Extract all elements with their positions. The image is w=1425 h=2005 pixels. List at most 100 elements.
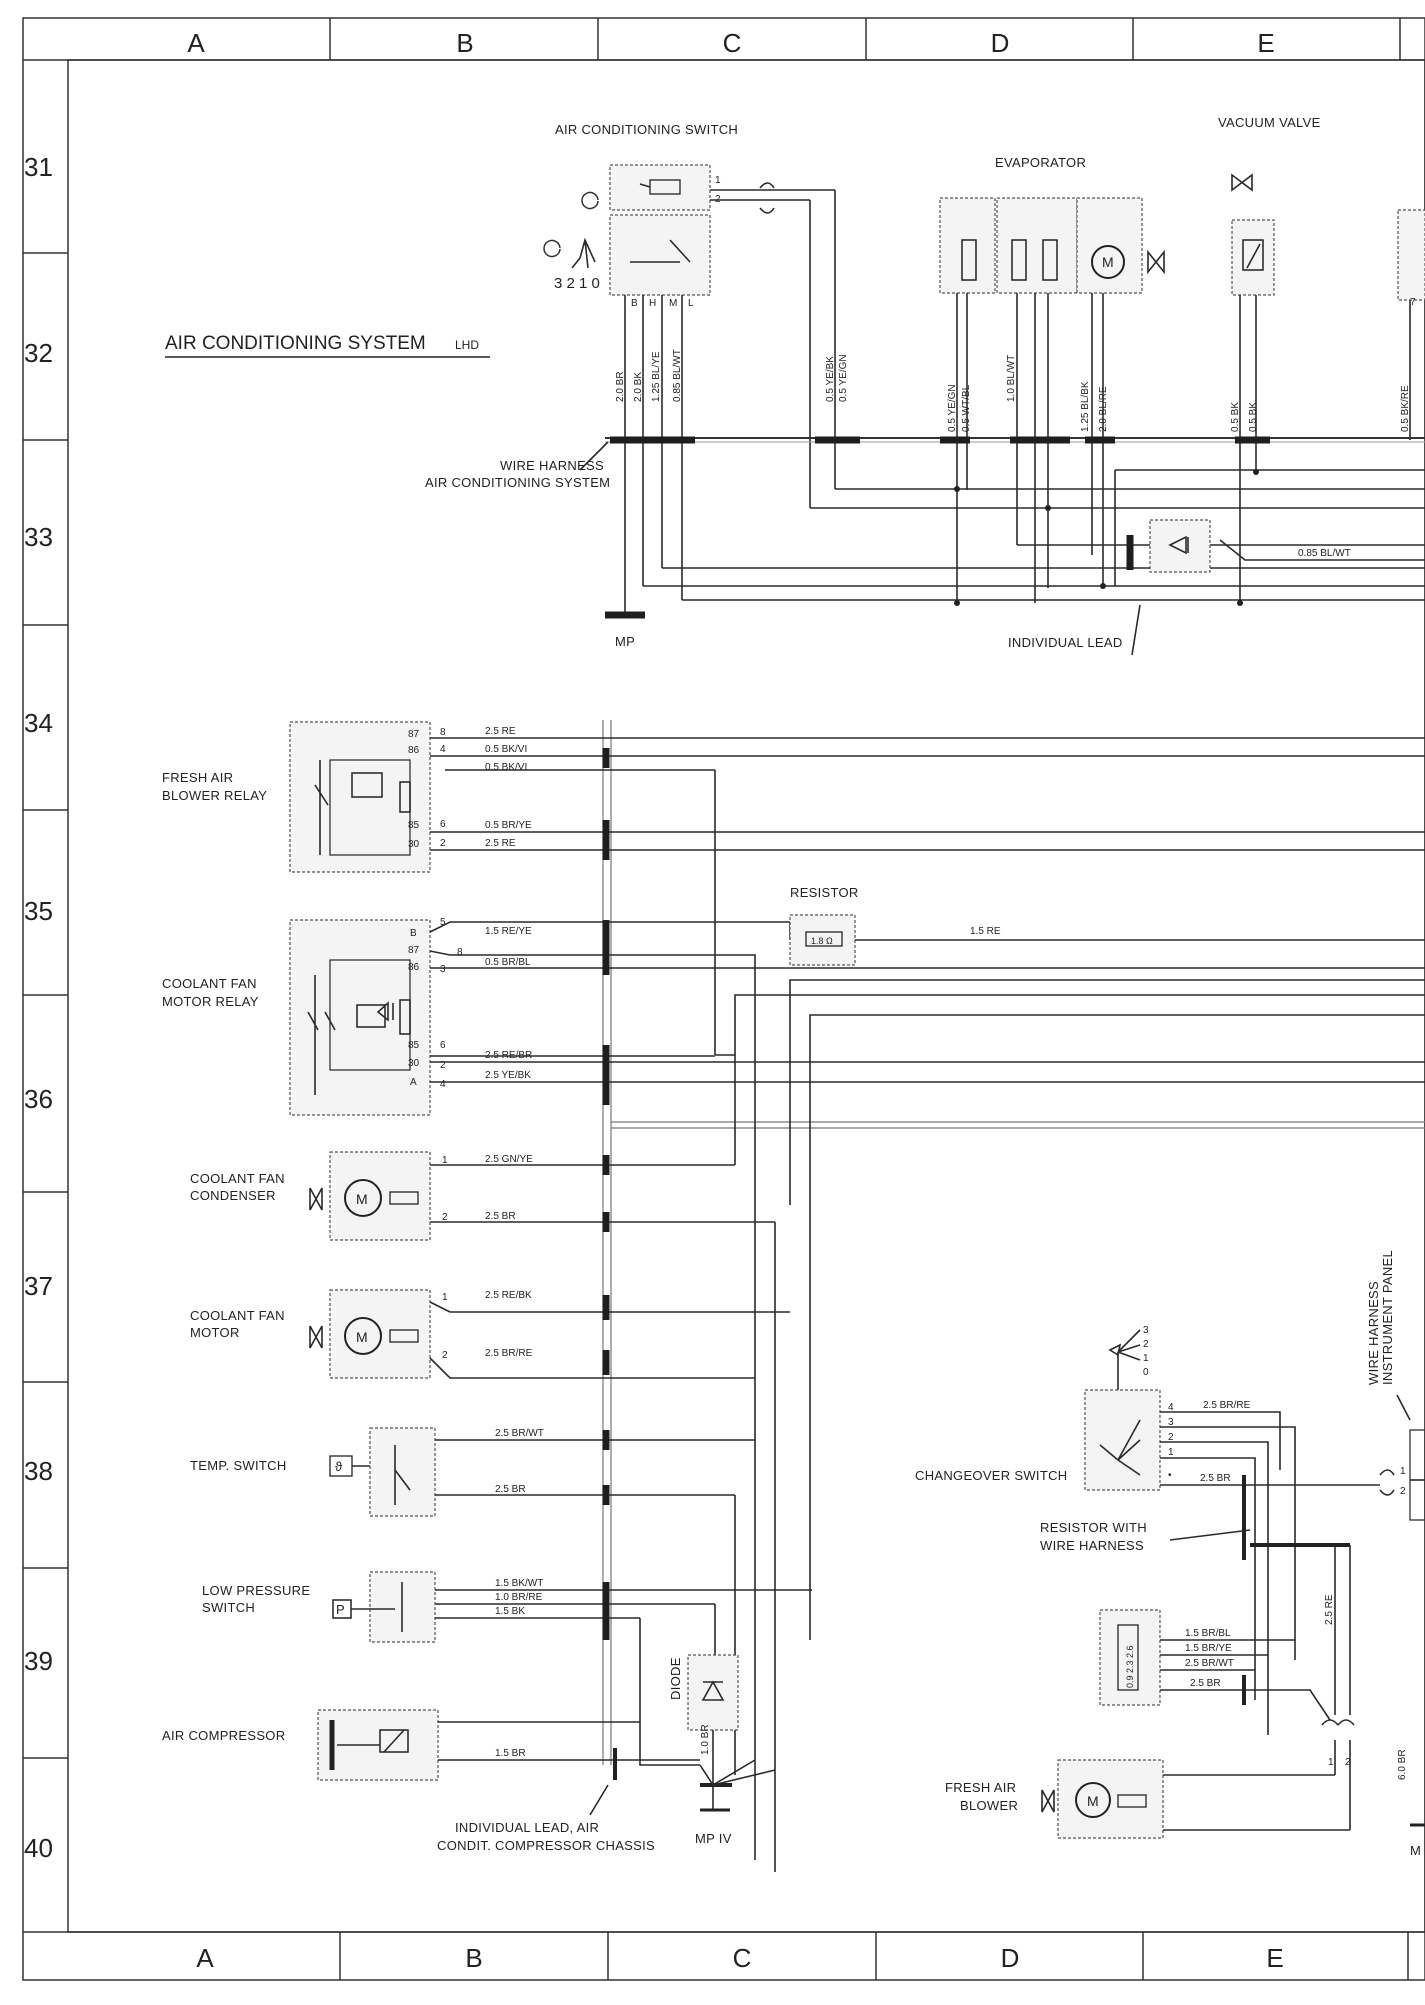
panel-connector: 1 2 6.0 BR M — [1310, 1429, 1425, 1858]
svg-text:0.5 YE/GN: 0.5 YE/GN — [838, 354, 849, 402]
svg-text:P: P — [336, 1602, 345, 1617]
svg-text:1: 1 — [442, 1292, 448, 1303]
svg-text:6: 6 — [440, 1040, 446, 1051]
svg-text:0.5 BK: 0.5 BK — [1248, 402, 1259, 432]
svg-text:A: A — [410, 1077, 417, 1088]
svg-text:M: M — [356, 1329, 368, 1345]
svg-text:2: 2 — [440, 1060, 446, 1071]
svg-text:2.5 BR: 2.5 BR — [1190, 1678, 1221, 1689]
svg-text:•: • — [1168, 1470, 1172, 1481]
svg-text:8: 8 — [457, 947, 463, 958]
harness-ac-label-1: WIRE HARNESS — [500, 458, 604, 473]
svg-text:1: 1 — [1143, 1353, 1149, 1364]
mp-label: MP — [615, 634, 635, 649]
fresh-air-relay: 87 86 85 30 8 4 6 2 — [289, 721, 446, 873]
column-labels-bottom: A B C D E — [196, 1943, 1283, 1973]
svg-text:0.5 WT/BL: 0.5 WT/BL — [961, 384, 972, 432]
low-pressure-switch: P 1.5 BK/WT 1.0 BR/RE 1.5 BK — [332, 1571, 812, 1766]
svg-text:B: B — [410, 928, 417, 939]
ac-switch-wire-labels: 2.0 BR 2.0 BK 1.25 BL/YE 0.85 BL/WT 0.5 … — [615, 349, 1411, 432]
svg-text:B: B — [631, 298, 638, 309]
svg-text:M: M — [1087, 1793, 1099, 1809]
coolant-fan-relay: B 87 86 85 30 A 5 8 3 6 2 4 — [289, 917, 463, 1116]
fresh-air-blower-label-1: FRESH AIR — [945, 1780, 1016, 1795]
resistor-harness-label-2: WIRE HARNESS — [1040, 1538, 1144, 1553]
svg-text:0: 0 — [1143, 1367, 1149, 1378]
svg-text:1.5 BR: 1.5 BR — [495, 1748, 526, 1759]
svg-text:2.5 BR: 2.5 BR — [1200, 1473, 1231, 1484]
svg-text:2.5 RE: 2.5 RE — [1324, 1594, 1335, 1625]
col-label-c-bottom: C — [733, 1943, 752, 1973]
svg-text:2.5 GN/YE: 2.5 GN/YE — [485, 1154, 533, 1165]
svg-text:85: 85 — [408, 1040, 420, 1051]
svg-text:2.0 BK: 2.0 BK — [633, 372, 644, 402]
diode-label: DIODE — [668, 1657, 683, 1700]
coolant-motor: M 12 2.5 RE/BK 2.5 BR/RE — [309, 1289, 790, 1379]
evaporator-label: EVAPORATOR — [995, 155, 1086, 170]
diagram-title: AIR CONDITIONING SYSTEM — [165, 333, 426, 354]
grid-frame — [22, 17, 1425, 1981]
svg-text:87: 87 — [408, 729, 420, 740]
svg-text:30: 30 — [408, 1058, 420, 1069]
temp-switch: ϑ 2.5 BR/WT 2.5 BR — [329, 1427, 755, 1775]
coolant-relay-label-2: MOTOR RELAY — [162, 994, 259, 1009]
col-label-e: E — [1257, 28, 1274, 58]
svg-text:2.5 BR/WT: 2.5 BR/WT — [1185, 1658, 1234, 1669]
svg-text:1: 1 — [1328, 1757, 1334, 1768]
svg-text:2: 2 — [1143, 1339, 1149, 1350]
svg-text:8: 8 — [440, 727, 446, 738]
mid-right-wires — [715, 979, 1425, 1640]
svg-text:1.0 BR: 1.0 BR — [700, 1724, 711, 1755]
col-label-a-bottom: A — [196, 1943, 214, 1973]
svg-text:1.5 BK/WT: 1.5 BK/WT — [495, 1578, 543, 1589]
svg-text:0.5 BK: 0.5 BK — [1230, 402, 1241, 432]
svg-text:3: 3 — [1168, 1417, 1174, 1428]
coolant-condenser: M 1 2 2.5 GN/YE 2.5 BR — [309, 1055, 776, 1872]
svg-text:M: M — [669, 298, 677, 309]
svg-text:0.5 BK/VI: 0.5 BK/VI — [485, 762, 527, 773]
svg-text:1: 1 — [1400, 1466, 1406, 1477]
col-label-d: D — [991, 28, 1010, 58]
svg-text:3: 3 — [440, 964, 446, 975]
row-label-36: 36 — [24, 1084, 53, 1114]
harness-panel-label-1: WIRE HARNESS — [1366, 1281, 1381, 1385]
svg-text:1.25 BL/BK: 1.25 BL/BK — [1080, 381, 1091, 432]
svg-text:1.0 BL/WT: 1.0 BL/WT — [1006, 355, 1017, 402]
row-label-34: 34 — [24, 708, 53, 738]
row-label-40: 40 — [24, 1833, 53, 1863]
row-labels: 31 32 33 34 35 36 37 38 39 40 — [24, 152, 53, 1863]
evaporator: M — [939, 197, 1165, 294]
coolant-condenser-label-1: COOLANT FAN — [190, 1171, 285, 1186]
resistor-harness: 0.9 2.3 2.6 1.5 BR/BL 1.5 BR/YE 2.5 BR/W… — [1099, 1545, 1355, 1830]
svg-text:3: 3 — [1143, 1325, 1149, 1336]
row-label-33: 33 — [24, 522, 53, 552]
svg-text:2: 2 — [442, 1350, 448, 1361]
ac-switch: 3 2 1 0 12 B H M L — [543, 164, 721, 309]
svg-text:1.5 RE/YE: 1.5 RE/YE — [485, 926, 532, 937]
svg-text:5: 5 — [440, 917, 446, 928]
svg-text:85: 85 — [408, 820, 420, 831]
svg-text:6: 6 — [440, 819, 446, 830]
fresh-air-blower-label-2: BLOWER — [960, 1798, 1018, 1813]
col-label-b: B — [456, 28, 473, 58]
svg-text:86: 86 — [408, 745, 420, 756]
svg-text:2.0 BL/RE: 2.0 BL/RE — [1098, 386, 1109, 432]
row-label-32: 32 — [24, 338, 53, 368]
svg-text:87: 87 — [408, 945, 420, 956]
col-label-d-bottom: D — [1001, 1943, 1020, 1973]
svg-text:1: 1 — [442, 1155, 448, 1166]
individual-lead-comp-1: INDIVIDUAL LEAD, AIR — [455, 1820, 599, 1835]
svg-text:0.9 2.3 2.6: 0.9 2.3 2.6 — [1125, 1645, 1135, 1688]
low-pressure-label-2: SWITCH — [202, 1600, 255, 1615]
svg-text:1.8 Ω: 1.8 Ω — [811, 936, 833, 946]
row-label-38: 38 — [24, 1456, 53, 1486]
ac-switch-label: AIR CONDITIONING SWITCH — [555, 122, 738, 137]
air-compressor: 1.5 BR — [317, 1709, 700, 1781]
top-wiring — [605, 190, 1425, 656]
resistor-harness-label-1: RESISTOR WITH — [1040, 1520, 1147, 1535]
svg-text:2.5 BR: 2.5 BR — [485, 1211, 516, 1222]
coolant-motor-label-2: MOTOR — [190, 1325, 240, 1340]
svg-text:0.5 YE/GN: 0.5 YE/GN — [947, 384, 958, 432]
